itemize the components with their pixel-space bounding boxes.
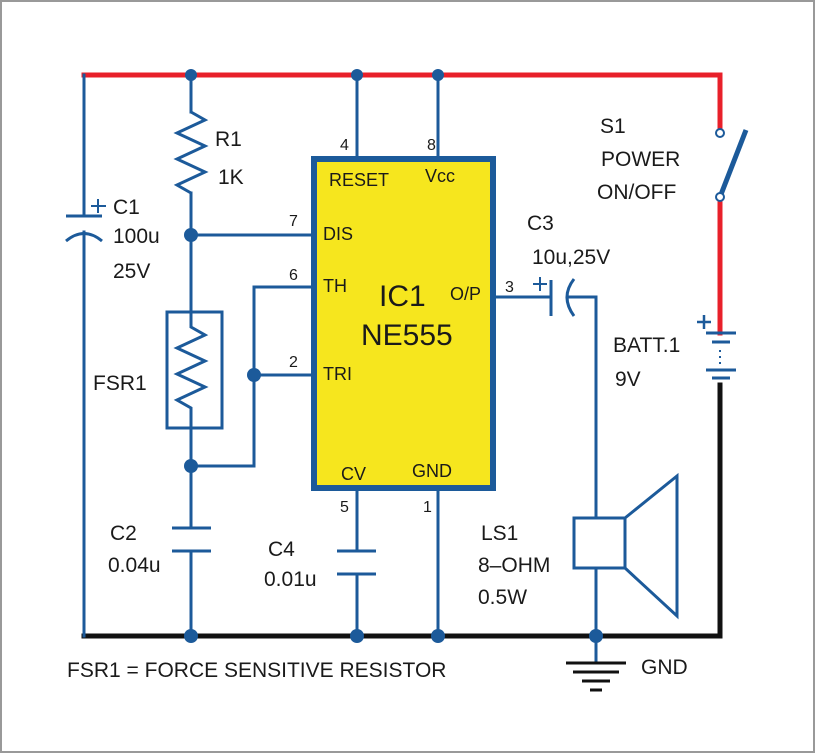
ls1-value-label: 8–OHM: [478, 554, 550, 577]
junction-dot-icon: [184, 459, 198, 473]
c3-ref-label: C3: [527, 212, 554, 235]
pin-dis-number: 7: [289, 213, 298, 230]
r1-ref-label: R1: [215, 128, 242, 151]
c4-value-label: 0.01u: [264, 568, 317, 591]
c1-capacitor: [65, 199, 106, 243]
junction-dot-icon: [351, 69, 363, 81]
pin-reset-name: RESET: [329, 170, 389, 190]
ic1-ref-label: IC1: [379, 280, 426, 313]
s1-ref-label: S1: [600, 115, 626, 138]
s1-line1-label: POWER: [601, 148, 680, 171]
ground-icon: [566, 661, 626, 692]
c3-capacitor: [533, 277, 576, 317]
pin-op-name: O/P: [450, 284, 481, 304]
pin-vcc-name: Vcc: [425, 166, 455, 186]
pin-tri-name: TRI: [323, 364, 352, 384]
pin-op-number: 3: [505, 279, 514, 296]
fsr-zigzag: [173, 312, 209, 428]
junction-dot-icon: [184, 629, 198, 643]
ground-label: GND: [641, 656, 688, 679]
ls1-ref-label: LS1: [481, 522, 518, 545]
ls1-power-label: 0.5W: [478, 586, 527, 609]
c4-capacitor: [337, 549, 376, 576]
ic1-part-label: NE555: [361, 319, 453, 352]
fsr-note: FSR1 = FORCE SENSITIVE RESISTOR: [67, 659, 446, 682]
switch-lever: [717, 129, 749, 198]
junction-dot-icon: [185, 69, 197, 81]
fsr1-ref-label: FSR1: [93, 372, 147, 395]
capacitor-curved-plate: [565, 278, 576, 317]
pin-cv-name: CV: [341, 464, 366, 484]
speaker-icon: [572, 472, 679, 620]
switch-contact-bottom: [715, 192, 725, 202]
pin-th-name: TH: [323, 276, 347, 296]
c4-ref-label: C4: [268, 538, 295, 561]
ic1-body: [311, 156, 496, 491]
junction-dot-icon: [184, 228, 198, 242]
c3-value-label: 10u,25V: [532, 246, 610, 269]
pin-reset-number: 4: [340, 137, 349, 154]
wire-c3-to-speaker: [568, 295, 598, 520]
junction-dot-icon: [247, 368, 261, 382]
c1-value-label: 100u: [113, 225, 160, 248]
c2-capacitor: [172, 526, 211, 553]
pin-cv-number: 5: [340, 499, 349, 516]
c2-value-label: 0.04u: [108, 554, 161, 577]
pin-vcc-number: 8: [427, 137, 436, 154]
supply-rail: [81, 72, 723, 131]
fsr-icon: [165, 310, 224, 430]
batt-ref-label: BATT.1: [613, 334, 680, 357]
speaker-magnet: [572, 516, 627, 570]
junction-dot-icon: [431, 629, 445, 643]
batt-value-label: 9V: [615, 368, 641, 391]
junction-dot-icon: [432, 69, 444, 81]
battery-icon: [697, 315, 736, 380]
c1-ref-label: C1: [113, 196, 140, 219]
switch-icon: [715, 128, 749, 202]
pin-gnd-name: GND: [412, 461, 452, 481]
junction-dot-icon: [589, 629, 603, 643]
pin-gnd-number: 1: [423, 499, 432, 516]
junction-dot-icon: [350, 629, 364, 643]
capacitor-curved-plate: [65, 232, 103, 243]
pin-dis-name: DIS: [323, 224, 353, 244]
speaker-cone: [623, 472, 679, 620]
pin-tri-number: 2: [289, 354, 298, 371]
switch-contact-top: [715, 128, 725, 138]
fsr-box: [165, 310, 224, 430]
resistor-icon: [173, 110, 209, 195]
c1-rating-label: 25V: [113, 260, 150, 283]
s1-line2-label: ON/OFF: [597, 181, 676, 204]
pin-th-number: 6: [289, 267, 298, 284]
r1-value-label: 1K: [218, 166, 244, 189]
c2-ref-label: C2: [110, 522, 137, 545]
